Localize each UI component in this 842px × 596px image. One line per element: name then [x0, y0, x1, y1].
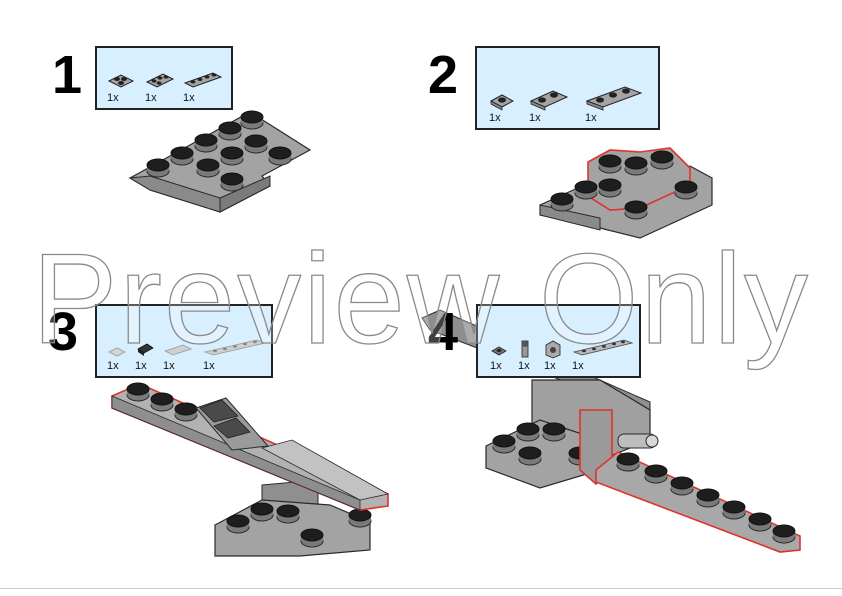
plate-long-icon	[203, 339, 267, 356]
part-plate-2x3: 1x	[145, 71, 175, 104]
plate-wedge-icon	[107, 74, 135, 88]
part-qty: 1x	[490, 360, 502, 372]
part-bracket: 1x	[490, 343, 508, 372]
tile-light-icon	[108, 347, 126, 357]
plate-1x2-icon	[529, 90, 569, 111]
part-bar-holder: 1x	[518, 339, 532, 372]
part-qty: 1x	[529, 112, 541, 124]
plate-1x1-icon	[489, 94, 515, 111]
step-number-3: 3	[48, 302, 79, 362]
plate-2x3-icon	[145, 73, 175, 88]
step-1-assembly	[128, 110, 312, 213]
parts-callout-step-1: 1x 1x 1x	[95, 46, 233, 110]
part-plate-wedge: 1x	[107, 71, 135, 104]
part-qty: 1x	[572, 360, 584, 372]
part-grille-dark: 1x	[135, 341, 155, 372]
part-plate-1x3: 1x	[585, 85, 643, 124]
plate-1x3-icon	[585, 86, 643, 111]
part-plate-1x1: 1x	[489, 89, 515, 124]
part-qty: 1x	[145, 92, 157, 104]
tile-slope-icon	[163, 344, 193, 356]
brick-round-icon	[545, 340, 561, 359]
part-tile-slope: 1x	[163, 341, 193, 372]
part-plate-1x4: 1x	[183, 71, 223, 104]
part-plate-long: 1x	[203, 339, 267, 372]
part-qty: 1x	[107, 92, 119, 104]
part-qty: 1x	[107, 360, 119, 372]
part-tile-light: 1x	[107, 343, 127, 372]
part-brick-round: 1x	[544, 339, 562, 372]
step-number-4: 4	[428, 302, 459, 362]
part-plate-1x2: 1x	[529, 87, 569, 124]
step-2-assembly	[539, 147, 713, 239]
parts-callout-step-3: 1x 1x 1x 1x	[95, 304, 273, 378]
part-qty: 1x	[544, 360, 556, 372]
part-plate-1x8: 1x	[572, 339, 634, 372]
part-qty: 1x	[183, 92, 195, 104]
bar-holder-icon	[521, 340, 529, 358]
part-qty: 1x	[518, 360, 530, 372]
step-number-2: 2	[428, 45, 459, 105]
bracket-icon	[491, 346, 507, 356]
plate-1x8-icon	[572, 339, 634, 356]
part-qty: 1x	[585, 112, 597, 124]
part-qty: 1x	[163, 360, 175, 372]
parts-callout-step-4: 1x 1x 1x 1x	[476, 304, 641, 378]
part-qty: 1x	[489, 112, 501, 124]
grille-dark-icon	[137, 343, 154, 356]
parts-callout-step-2: 1x 1x 1x	[475, 46, 660, 130]
step-3-assembly	[111, 382, 390, 557]
page-divider	[0, 588, 842, 589]
part-qty: 1x	[135, 360, 147, 372]
plate-1x4-icon	[183, 72, 223, 88]
step-number-1: 1	[52, 45, 83, 105]
part-qty: 1x	[203, 360, 215, 372]
